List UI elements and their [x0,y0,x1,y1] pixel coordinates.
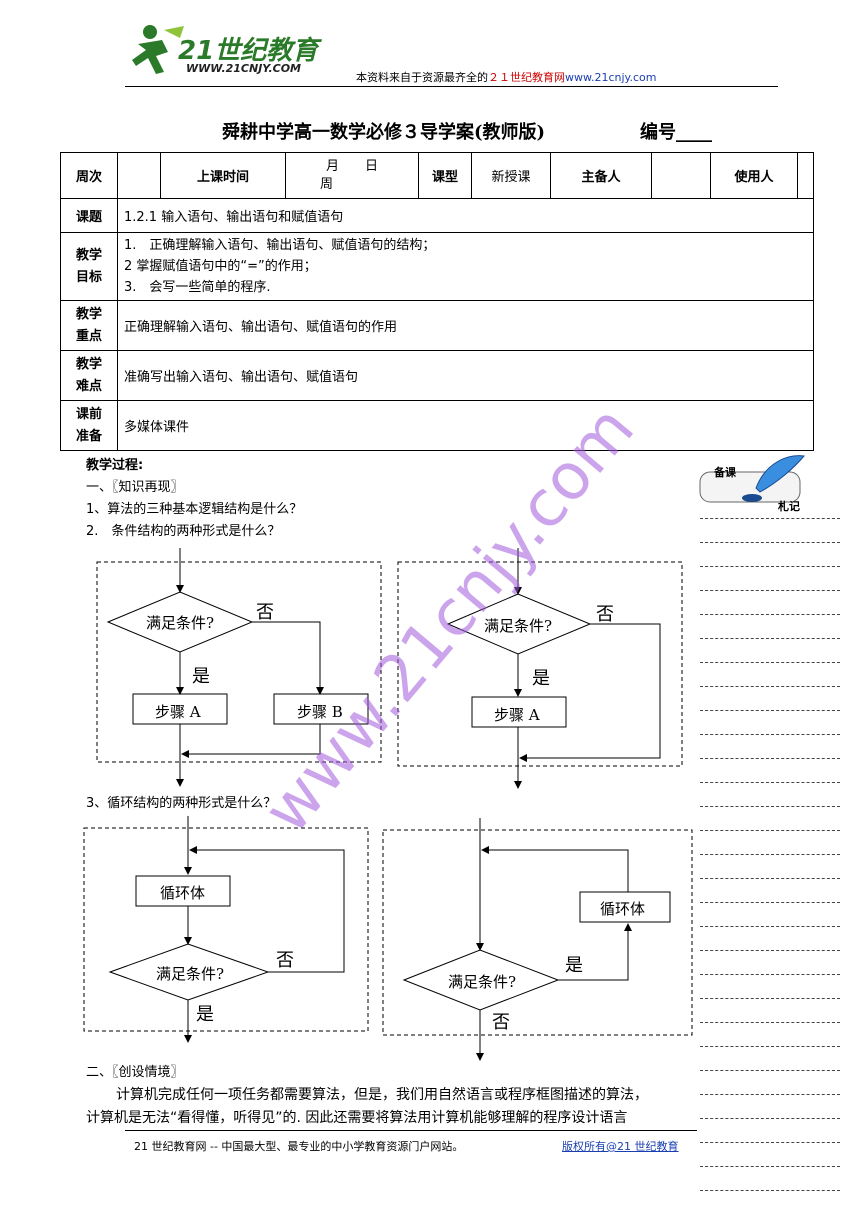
class-time-label: 上课时间 [160,152,286,199]
source-note: 本资料来自于资源最齐全的２１世纪教育网www.21cnjy.com [356,69,656,85]
page-title: 舜耕中学高一数学必修３导学案(教师版) [222,122,546,143]
fc1-condition-label: 满足条件? [146,614,215,632]
while-loop-frame [382,829,693,1036]
fc4-yes-label: 是 [565,955,583,976]
quill-scroll-icon [699,455,805,503]
fc3-loop-body-label: 循环体 [160,884,206,902]
fc2-condition-label: 满足条件? [484,617,553,635]
fc2-step-a-label: 步骤 A [494,706,540,724]
site-logo: 21世纪教育 WWW.21CNJY.COM [128,22,328,82]
fc1-yes-label: 是 [192,666,210,687]
difficulty-value: 准确写出输入语句、输出语句、赋值语句 [117,350,814,401]
topic-label: 课题 [60,198,118,233]
section-scenario: 二、〖创设情境〗 [86,1065,184,1080]
source-note-brand: ２１世纪教育网 [488,71,565,84]
user-value [797,152,814,199]
lesson-info-table: 周次 上课时间 月 日 周 课型 新授课 主备人 使用人 课题 1.2.1 输入… [60,152,814,451]
week-value [117,152,161,199]
flowcharts-diagram [83,548,693,1061]
if-else-frame [96,561,382,763]
lesson-type-value: 新授课 [471,152,551,199]
source-note-prefix: 本资料来自于资源最齐全的 [356,71,488,84]
header-rule [125,86,778,87]
goal-item: 1. 正确理解输入语句、输出语句、赋值语句的结构； [124,238,436,253]
runner-logo-icon [132,25,184,74]
scenario-paragraph-line-2: 计算机是无法“看得懂，听得见”的. 因此还需要将算法用计算机能够理解的程序设计语… [86,1110,628,1126]
goals-label: 教学目标 [60,232,118,301]
until-loop-body-box [135,875,231,907]
fc3-yes-label: 是 [196,1004,214,1025]
fc1-step-a-label: 步骤 A [155,703,201,721]
topic-value: 1.2.1 输入语句、输出语句和赋值语句 [117,198,814,233]
fc4-no-label: 否 [492,1012,510,1033]
fc1-no-label: 否 [256,602,274,623]
notes-badge-top: 备课 [714,466,736,479]
source-note-url[interactable]: www.21cnjy.com [565,71,657,84]
notes-badge-bottom: 札记 [778,500,800,513]
scenario-paragraph-line-1: 计算机完成任何一项任务都需要算法，但是，我们用自然语言或程序框图描述的算法， [116,1087,648,1103]
lesson-type-label: 课型 [418,152,472,199]
until-loop-frame [83,827,369,1032]
difficulty-label: 教学难点 [60,350,118,401]
while-loop-body-box [579,891,671,923]
if-frame [397,561,683,767]
fc1-step-b-label: 步骤 B [297,703,343,721]
week-label: 周次 [60,152,118,199]
fc2-no-label: 否 [596,604,614,625]
footer-rule [125,1130,697,1131]
if-step-a-box [471,696,567,728]
fc4-condition-label: 满足条件? [448,973,517,991]
serial-number-label: 编号____ [640,122,712,143]
goal-item: 3. 会写一些简单的程序. [124,280,271,295]
goal-item: 2 掌握赋值语句中的“=”的作用； [124,259,317,274]
section-knowledge-review: 一、〖知识再现〗 [86,480,184,495]
question-2: 2. 条件结构的两种形式是什么？ [86,524,281,539]
class-time-value: 月 日 周 [285,152,419,199]
question-1: 1、算法的三种基本逻辑结构是什么？ [86,502,303,517]
preparation-label: 课前准备 [60,400,118,451]
logo-main-text: 21世纪教育 [178,36,319,66]
fc2-yes-label: 是 [532,668,550,689]
fc3-condition-label: 满足条件? [156,965,225,983]
fc4-loop-body-label: 循环体 [600,900,646,918]
footer-copyright-link[interactable]: 版权所有@21 世纪教育 [562,1140,679,1153]
question-3: 3、循环结构的两种形式是什么？ [86,796,277,811]
process-heading: 教学过程: [86,458,144,473]
logo-url-text: WWW.21CNJY.COM [186,62,301,75]
user-label: 使用人 [710,152,798,199]
lesson-notes-badge: 备课 札记 [696,452,808,514]
if-else-step-b-box [273,693,369,725]
preparer-label: 主备人 [550,152,652,199]
key-points-value: 正确理解输入语句、输出语句、赋值语句的作用 [117,300,814,351]
footer-site-note: 21 世纪教育网 -- 中国最大型、最专业的中小学教育资源门户网站。 [134,1140,464,1153]
key-points-label: 教学重点 [60,300,118,351]
fc3-no-label: 否 [276,950,294,971]
preparation-value: 多媒体课件 [117,400,814,451]
goals-list: 1. 正确理解输入语句、输出语句、赋值语句的结构； 2 掌握赋值语句中的“=”的… [117,232,814,301]
